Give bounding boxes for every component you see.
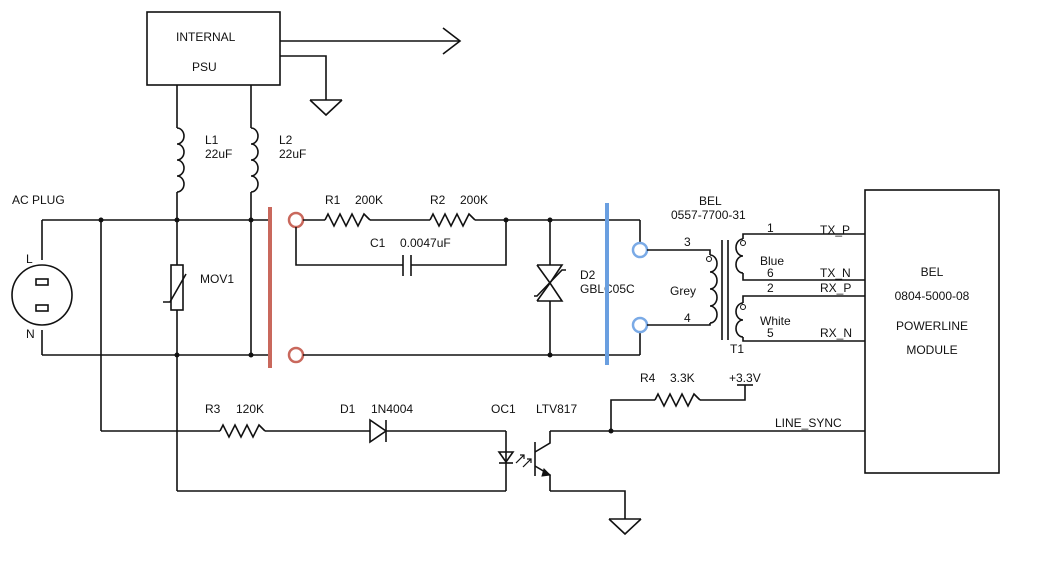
transformer-secondary-blue	[735, 238, 744, 274]
oc1-ref: OC1	[491, 402, 516, 416]
plug-pin-n	[35, 304, 49, 312]
c1-ref: C1	[370, 236, 386, 250]
rx-n-wire	[742, 337, 865, 342]
internal-psu: INTERNAL PSU	[146, 11, 462, 100]
oc1-value: LTV817	[536, 402, 577, 416]
pin-1-label: 1	[767, 221, 774, 235]
plug-l-label: L	[26, 252, 33, 266]
psu-label-line1: INTERNAL	[176, 30, 236, 44]
terminal-blue-bottom	[631, 316, 649, 334]
l2-ref: L2	[279, 133, 293, 147]
ac-plug-symbol	[11, 264, 73, 326]
resistor-r2	[429, 212, 476, 228]
transformer-primary-winding	[709, 254, 718, 324]
junction-dot	[503, 217, 509, 223]
diode-d1	[369, 418, 388, 444]
inductor-l1	[176, 85, 185, 220]
pin-2-label: 2	[767, 281, 774, 295]
terminal-blue-top	[631, 241, 649, 259]
plug-n-label: N	[26, 327, 35, 341]
junction-dot	[547, 217, 553, 223]
transformer-ref: T1	[730, 342, 744, 356]
psu-ground-wire	[280, 55, 327, 100]
module-label-line1: BEL	[921, 265, 944, 279]
signal-line-sync: LINE_SYNC	[775, 416, 842, 430]
c1-value: 0.0047uF	[400, 236, 451, 250]
resistor-r4	[654, 392, 701, 408]
d1-value: 1N4004	[371, 402, 413, 416]
mov1-ref: MOV1	[200, 272, 234, 286]
junction-dot	[174, 217, 180, 223]
transformer-part-number: 0557-7700-31	[671, 208, 746, 222]
pin-6-label: 6	[767, 266, 774, 280]
r4-value: 3.3K	[670, 371, 695, 385]
vcc-label: +3.3V	[729, 371, 761, 385]
junction-dot	[248, 352, 254, 358]
r3-value: 120K	[236, 402, 264, 416]
r4-wire-left	[610, 399, 655, 431]
psu-label-line2: PSU	[192, 60, 217, 74]
ground-symbol-psu	[309, 99, 343, 117]
l1-value: 22uF	[205, 147, 232, 161]
l1-ref: L1	[205, 133, 219, 147]
transformer-secondary-white	[735, 302, 744, 338]
signal-tx-p: TX_P	[820, 223, 850, 237]
ground-symbol-opto	[608, 518, 642, 536]
tx-p-wire	[742, 233, 865, 239]
terminal-red-bottom	[287, 346, 305, 364]
grey-winding-label: Grey	[670, 284, 696, 298]
r1-ref: R1	[325, 193, 341, 207]
pin-5-label: 5	[767, 326, 774, 340]
r2-value: 200K	[460, 193, 488, 207]
r3-ref: R3	[205, 402, 221, 416]
resistor-r3	[219, 423, 266, 439]
r1-value: 200K	[355, 193, 383, 207]
d2-ref: D2	[580, 268, 596, 282]
psu-output-arrow	[442, 27, 462, 55]
powerline-module: BEL 0804-5000-08 POWERLINE MODULE	[864, 189, 1000, 474]
varistor-mov1	[163, 220, 187, 355]
d1-ref: D1	[340, 402, 356, 416]
polarity-dot	[706, 256, 712, 262]
r2-ref: R2	[430, 193, 446, 207]
c1-wire-left	[295, 227, 403, 266]
r4-ref: R4	[640, 371, 656, 385]
transformer-maker: BEL	[699, 194, 722, 208]
transformer-pin3-wire	[647, 249, 711, 255]
pin-3-label: 3	[684, 235, 691, 249]
signal-tx-n: TX_N	[820, 266, 851, 280]
white-winding-label: White	[760, 314, 791, 328]
signal-rx-n: RX_N	[820, 326, 852, 340]
l2-value: 22uF	[279, 147, 306, 161]
transformer-pin4-wire	[647, 323, 711, 326]
terminal-red-top	[287, 211, 305, 229]
rx-p-wire	[742, 295, 865, 303]
junction-dot	[248, 217, 254, 223]
module-label-line3: POWERLINE	[896, 319, 968, 333]
psu-box	[146, 11, 281, 86]
polarity-dot	[740, 304, 746, 310]
pin-4-label: 4	[684, 311, 691, 325]
module-label-line2: 0804-5000-08	[895, 289, 970, 303]
r4-wire-right	[700, 385, 746, 401]
polarity-dot	[740, 240, 746, 246]
module-box	[864, 189, 1000, 474]
plug-pin-l	[35, 278, 49, 286]
ac-plug-label: AC PLUG	[12, 193, 65, 207]
module-label-line4: MODULE	[906, 343, 957, 357]
opto-emitter-wire	[550, 490, 626, 519]
tvs-diode-d2	[534, 220, 566, 355]
tx-n-wire	[742, 273, 865, 281]
capacitor-c1	[402, 255, 412, 276]
resistor-r1	[324, 212, 371, 228]
optocoupler-oc1	[497, 431, 552, 491]
signal-rx-p: RX_P	[820, 281, 851, 295]
blue-winding-label: Blue	[760, 254, 784, 268]
c1-wire-right	[411, 220, 507, 266]
